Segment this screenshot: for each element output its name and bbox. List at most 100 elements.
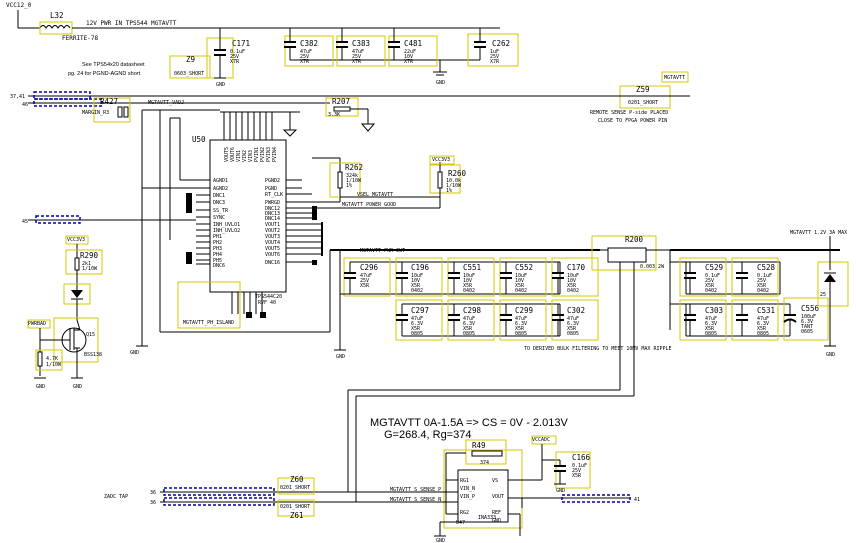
- svg-text:VCC12_0: VCC12_0: [6, 2, 32, 9]
- svg-text:AGND1: AGND1: [213, 178, 228, 184]
- svg-text:VOUT4: VOUT4: [265, 240, 280, 246]
- svg-text:FERRITE-78: FERRITE-78: [62, 35, 99, 42]
- svg-text:L32: L32: [50, 11, 64, 20]
- short-z61: 0201_SHORT Z61: [277, 499, 315, 520]
- svg-text:R207: R207: [332, 97, 350, 106]
- svg-text:C262: C262: [492, 39, 510, 48]
- offsheet-sense-n: [163, 497, 275, 506]
- svg-text:MGTAVTT: MGTAVTT: [664, 75, 685, 81]
- svg-text:U47: U47: [456, 520, 465, 526]
- capacitor-c383: C383 47uF 25V X7R: [336, 28, 386, 67]
- svg-text:0201_SHORT: 0201_SHORT: [628, 100, 658, 106]
- svg-text:10V: 10V: [404, 54, 413, 60]
- svg-text:REF: REF: [492, 510, 501, 516]
- svg-text:10uF: 10uF: [515, 273, 527, 279]
- svg-text:C551: C551: [463, 263, 481, 272]
- svg-text:Z9: Z9: [186, 55, 195, 64]
- svg-text:GND: GND: [336, 354, 345, 360]
- svg-text:10V: 10V: [515, 278, 524, 284]
- svg-text:374: 374: [480, 460, 489, 466]
- svg-text:25V: 25V: [352, 54, 361, 60]
- offsheet-connector-mid: [35, 215, 81, 224]
- svg-text:25V: 25V: [705, 278, 714, 284]
- close-to-fpga-note: CLOSE TO FPGA POWER PIN: [598, 118, 667, 124]
- svg-text:RG1: RG1: [460, 478, 469, 484]
- svg-text:PH5: PH5: [213, 258, 222, 264]
- svg-text:PVIN2: PVIN2: [260, 147, 266, 162]
- svg-text:C303: C303: [705, 306, 723, 315]
- svg-text:6.3V: 6.3V: [801, 319, 813, 325]
- svg-text:47uF: 47uF: [352, 49, 364, 55]
- svg-text:10uF: 10uF: [411, 273, 423, 279]
- svg-text:GND: GND: [216, 82, 225, 88]
- svg-text:C196: C196: [411, 263, 430, 272]
- svg-text:C296: C296: [360, 263, 379, 272]
- svg-text:PH1: PH1: [213, 234, 222, 240]
- capacitor-c166: VCCADC C166 0.1uF 25V X5R GND: [508, 435, 591, 494]
- svg-text:MARGIN_R3: MARGIN_R3: [82, 110, 109, 116]
- net-vsel: VSEL MGTAVTT: [357, 192, 393, 198]
- svg-text:VOUT1: VOUT1: [265, 222, 280, 228]
- capacitor-c382: C382 47uF 25V X7R: [284, 28, 334, 67]
- svg-text:C166: C166: [572, 453, 591, 462]
- capacitor-c262: C262 1uF 25V X7R: [467, 27, 519, 67]
- svg-text:VCCADC: VCCADC: [532, 437, 550, 443]
- svg-text:X5R: X5R: [515, 283, 525, 289]
- svg-text:VOUT6: VOUT6: [230, 147, 236, 162]
- ic-u47: RG1 VIN_N VIN_P RG2 VS VOUT REF GND U47 …: [434, 449, 523, 543]
- svg-text:C528: C528: [757, 263, 776, 272]
- svg-text:Q15: Q15: [86, 332, 95, 338]
- datasheet-note-2: pg. 24 for PGND-AGND short: [68, 71, 141, 77]
- svg-text:C529: C529: [705, 263, 723, 272]
- svg-text:PH2: PH2: [213, 240, 222, 246]
- svg-text:DNC12: DNC12: [265, 206, 280, 212]
- net-pwrbad: PWRBAD: [28, 321, 46, 327]
- svg-text:0605: 0605: [801, 329, 813, 335]
- svg-text:GND: GND: [73, 384, 82, 390]
- svg-text:0603_SHORT: 0603_SHORT: [174, 71, 204, 77]
- svg-text:AGND2: AGND2: [213, 186, 228, 192]
- datasheet-note: See TPS54x20 datasheet: [82, 62, 145, 68]
- ic-u50: U50 TPS544C20 RVF 40 MGTAVTT_PH_ISLAND V…: [177, 111, 340, 329]
- svg-text:C531: C531: [757, 306, 775, 315]
- svg-text:0805: 0805: [515, 331, 527, 337]
- sheet-ref-left-top: 37,41: [10, 94, 25, 100]
- vcc12v-input: VCC12_0: [6, 2, 40, 29]
- svg-text:R262: R262: [345, 163, 363, 172]
- svg-text:0.1uF: 0.1uF: [757, 273, 772, 279]
- svg-text:VOUT5: VOUT5: [224, 147, 230, 162]
- svg-text:DNC3: DNC3: [213, 200, 225, 206]
- svg-text:X5R: X5R: [757, 283, 767, 289]
- svg-text:47uF: 47uF: [515, 316, 527, 322]
- offsheet-sense-p: [163, 487, 275, 496]
- svg-text:10.0k: 10.0k: [446, 178, 461, 184]
- svg-text:INH_UVLO1: INH_UVLO1: [213, 222, 240, 228]
- svg-text:0402: 0402: [463, 288, 475, 294]
- svg-text:X5R: X5R: [705, 283, 715, 289]
- svg-text:VIN3: VIN3: [248, 150, 254, 162]
- svg-text:25V: 25V: [360, 278, 369, 284]
- net-mgtavtt-vadj: MGTAVTT_VADJ: [148, 100, 184, 106]
- svg-text:10uF: 10uF: [463, 273, 475, 279]
- svg-text:C302: C302: [567, 306, 585, 315]
- svg-text:R49: R49: [472, 441, 486, 450]
- output-connector: 25 GND: [817, 250, 849, 358]
- svg-text:47uF: 47uF: [411, 316, 423, 322]
- svg-text:0805: 0805: [567, 331, 579, 337]
- svg-text:R427: R427: [100, 97, 118, 106]
- svg-text:C297: C297: [411, 306, 429, 315]
- svg-text:12V PWR IN TPS544 MGTAVTT: 12V PWR IN TPS544 MGTAVTT: [86, 20, 177, 27]
- svg-text:10V: 10V: [411, 278, 420, 284]
- svg-text:47uF: 47uF: [757, 316, 769, 322]
- net-power-good: MGTAVTT POWER GOOD: [342, 202, 396, 208]
- svg-text:6.3V: 6.3V: [705, 321, 717, 327]
- resistor-r427: R427 MARGIN_R3: [82, 97, 131, 123]
- svg-text:SYNC: SYNC: [213, 215, 225, 221]
- svg-text:MGTAVTT_PH_ISLAND: MGTAVTT_PH_ISLAND: [183, 320, 234, 326]
- svg-text:324k: 324k: [346, 173, 358, 179]
- svg-text:C171: C171: [232, 39, 250, 48]
- short-z9: Z9 0603_SHORT: [169, 55, 211, 79]
- svg-text:TANT: TANT: [801, 324, 813, 330]
- svg-text:47uF: 47uF: [300, 49, 312, 55]
